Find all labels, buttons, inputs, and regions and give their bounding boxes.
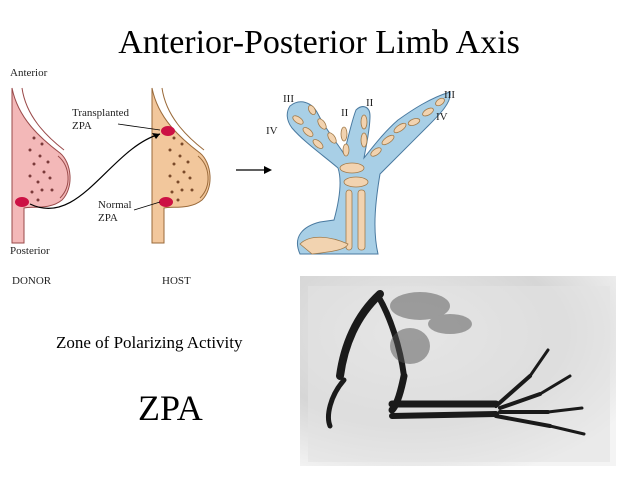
posterior-label: Posterior — [10, 245, 50, 257]
host-limb-bud — [151, 87, 211, 244]
digit-label-ii-right: II — [366, 97, 374, 109]
digit-label-iii-left: III — [283, 93, 294, 105]
digit-label-ii-left: II — [341, 107, 349, 119]
transplant-arrow — [29, 133, 161, 210]
zpa-definition: Zone of Polarizing Activity — [56, 333, 243, 352]
limb-xray-photo — [300, 276, 616, 466]
host-label: HOST — [162, 275, 191, 287]
zpa-acronym: ZPA — [138, 388, 203, 428]
normal-zpa-callout: Normal ZPA — [98, 199, 134, 224]
donor-label: DONOR — [12, 275, 52, 287]
slide-title: Anterior-Posterior Limb Axis — [118, 24, 520, 61]
zpa-transplant-diagram: Anterior Posterior Tra — [10, 67, 455, 287]
digit-label-iii-right: III — [444, 89, 455, 101]
normal-zpa-spot — [159, 197, 173, 207]
transplanted-zpa-callout: Transplanted ZPA — [72, 107, 132, 132]
anterior-label: Anterior — [10, 67, 48, 79]
digit-label-iv-right: IV — [436, 111, 448, 123]
transplanted-zpa-spot — [161, 126, 175, 136]
digit-label-iv-left: IV — [266, 125, 278, 137]
donor-limb-bud — [11, 87, 71, 244]
duplicated-limb: III II II III IV IV — [266, 89, 455, 255]
